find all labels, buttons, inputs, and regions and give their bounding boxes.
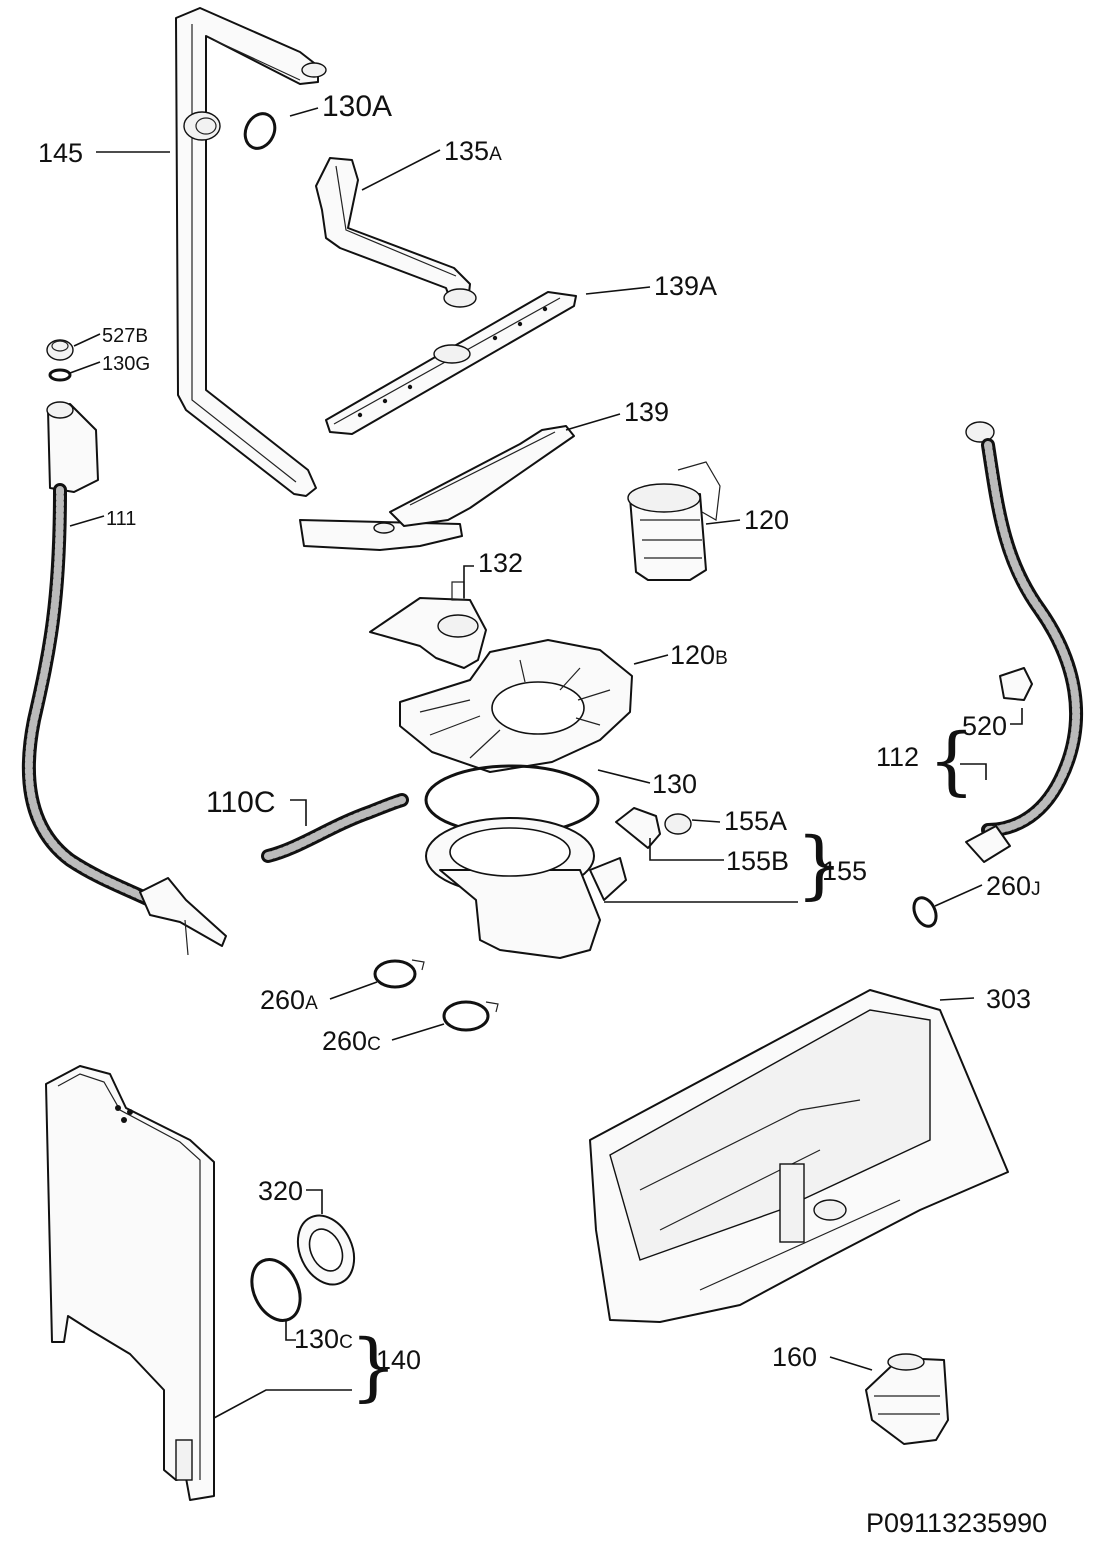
label-120: 120 bbox=[744, 505, 789, 535]
label-155A: 155A bbox=[724, 806, 787, 836]
part-112-drain-hose[interactable] bbox=[965, 421, 1084, 863]
part-130C-ring[interactable] bbox=[243, 1252, 310, 1329]
label-520: 520 bbox=[962, 711, 1007, 741]
part-111-inlet-hose[interactable] bbox=[21, 401, 227, 956]
label-130: 130 bbox=[652, 769, 697, 799]
part-139A-upper-spray-arm[interactable] bbox=[325, 291, 577, 435]
label-320: 320 bbox=[258, 1176, 303, 1206]
label-260A: 260A bbox=[260, 985, 318, 1015]
part-labels: 145 130A 135A 139A 527B 130G 111 139 120… bbox=[38, 90, 1047, 1538]
label-130G: 130G bbox=[102, 353, 150, 375]
label-135A: 135A bbox=[444, 136, 502, 166]
label-130A: 130A bbox=[322, 90, 392, 123]
drawing-code: P09113235990 bbox=[866, 1508, 1047, 1538]
label-260J: 260J bbox=[986, 871, 1041, 901]
bracket-140: } bbox=[350, 1324, 397, 1410]
label-527B: 527B bbox=[102, 325, 148, 347]
label-139: 139 bbox=[624, 397, 669, 427]
part-160-pump[interactable] bbox=[865, 1353, 949, 1445]
label-155B: 155B bbox=[726, 846, 789, 876]
label-110C: 110C bbox=[206, 786, 276, 819]
label-111: 111 bbox=[106, 508, 136, 530]
part-520-connector[interactable] bbox=[999, 667, 1033, 701]
leader-lines bbox=[69, 107, 1023, 1419]
label-140: 140 bbox=[376, 1345, 421, 1375]
label-139A: 139A bbox=[654, 271, 717, 301]
part-110C-hose[interactable] bbox=[261, 793, 409, 863]
bracket-112: { bbox=[928, 718, 975, 804]
part-260A-clamp[interactable] bbox=[373, 959, 425, 989]
part-260C-clamp[interactable] bbox=[442, 1000, 499, 1032]
bracket-155: } bbox=[796, 822, 843, 908]
part-527B-cap[interactable] bbox=[46, 339, 74, 361]
label-112: 112 bbox=[876, 742, 919, 772]
label-160: 160 bbox=[772, 1342, 817, 1372]
part-155A-adapter[interactable] bbox=[664, 813, 692, 835]
part-140-side-panel[interactable] bbox=[45, 1065, 215, 1501]
part-120-filter[interactable] bbox=[627, 461, 721, 581]
part-132-sensor[interactable] bbox=[369, 581, 487, 669]
label-120B: 120B bbox=[670, 640, 728, 670]
label-132: 132 bbox=[478, 548, 523, 578]
part-120B-filter-plate[interactable] bbox=[399, 639, 633, 773]
label-155: 155 bbox=[822, 856, 867, 886]
part-303-base[interactable] bbox=[589, 989, 1009, 1323]
part-320-seal[interactable] bbox=[287, 1206, 365, 1293]
part-260J-clamp[interactable] bbox=[910, 894, 941, 930]
part-130G-washer[interactable] bbox=[48, 368, 72, 382]
part-139-lower-spray-arm[interactable] bbox=[299, 425, 575, 551]
label-130C: 130C bbox=[294, 1324, 353, 1354]
part-130A-oring[interactable] bbox=[240, 109, 281, 153]
label-260C: 260C bbox=[322, 1026, 381, 1056]
part-135A-arm-pipe[interactable] bbox=[315, 157, 477, 308]
part-145-spray-pipe[interactable] bbox=[175, 7, 327, 497]
label-303: 303 bbox=[986, 984, 1031, 1014]
part-sump[interactable] bbox=[425, 817, 627, 959]
part-155B-elbow[interactable] bbox=[615, 807, 661, 849]
label-145: 145 bbox=[38, 138, 83, 168]
